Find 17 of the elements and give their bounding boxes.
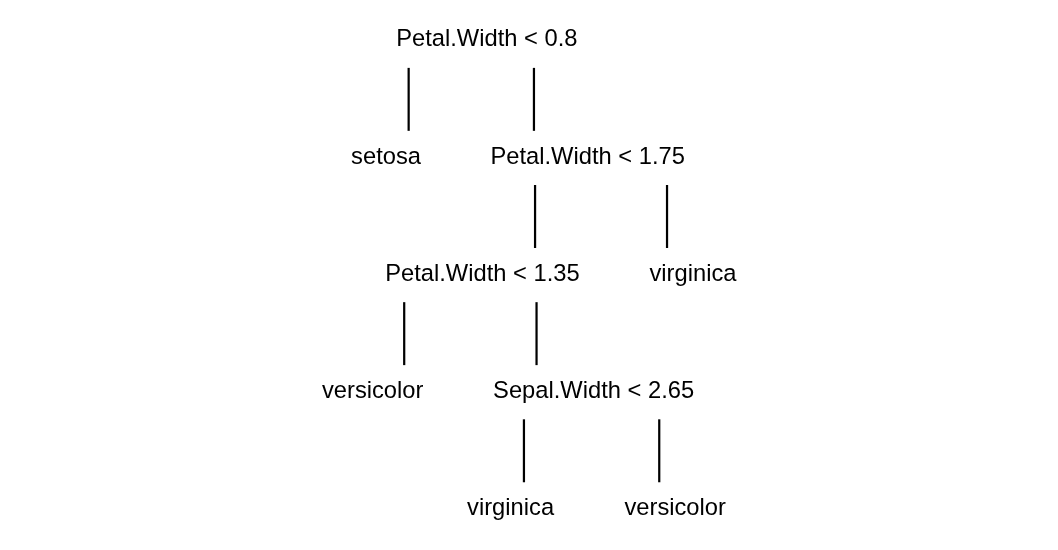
connector — [407, 67, 410, 131]
connector — [532, 67, 535, 131]
connector — [402, 302, 405, 366]
node-text: versicolor — [623, 493, 726, 520]
connector — [522, 419, 525, 483]
node-text: versicolor — [321, 376, 423, 403]
connector — [533, 185, 536, 248]
node-text: setosa — [350, 142, 421, 169]
connector — [657, 419, 660, 483]
node-text: virginica — [466, 493, 554, 520]
node-text: Petal.Width < 1.35 — [384, 259, 580, 286]
connector — [534, 302, 538, 366]
node-text: Petal.Width < 0.8 — [395, 25, 578, 52]
connector — [665, 185, 668, 248]
node-text: virginica — [648, 259, 736, 286]
node-text: Petal.Width < 1.75 — [489, 142, 685, 169]
node-text: Sepal.Width < 2.65 — [492, 376, 694, 403]
